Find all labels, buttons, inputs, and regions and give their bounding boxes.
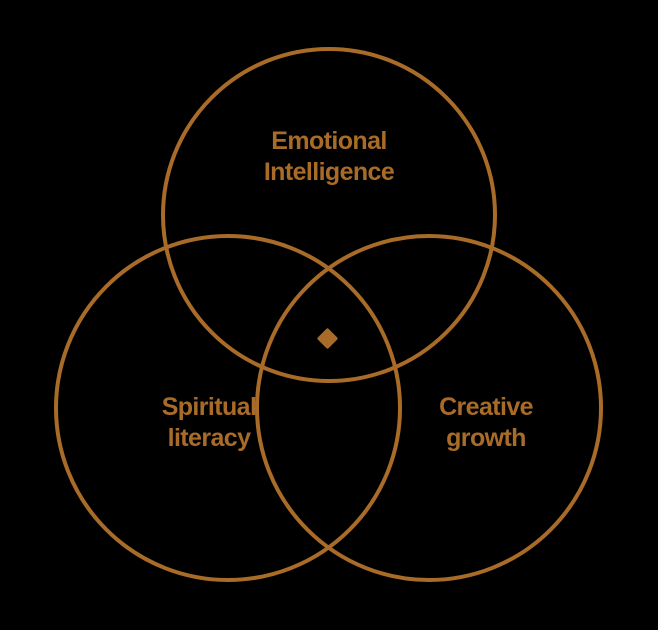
venn-label-line-1: Creative [439, 393, 533, 421]
venn-label-line-2: literacy [167, 424, 251, 452]
venn-label-creative-growth: Creative growth [366, 392, 606, 454]
venn-label-emotional-intelligence: Emotional Intelligence [179, 126, 479, 188]
venn-label-line-2: Intelligence [263, 158, 395, 186]
venn-label-line-1: Spiritual [161, 393, 257, 421]
venn-label-line-1: Emotional [271, 127, 387, 155]
diamond-icon [317, 328, 338, 349]
venn-label-line-2: growth [446, 424, 526, 452]
venn-circle-spiritual-literacy[interactable] [54, 234, 402, 582]
venn-circle-creative-growth[interactable] [255, 234, 603, 582]
center-intersection-marker[interactable] [317, 328, 338, 349]
venn-circle-emotional-intelligence[interactable] [161, 47, 497, 383]
venn-label-spiritual-literacy: Spiritual literacy [89, 392, 329, 454]
